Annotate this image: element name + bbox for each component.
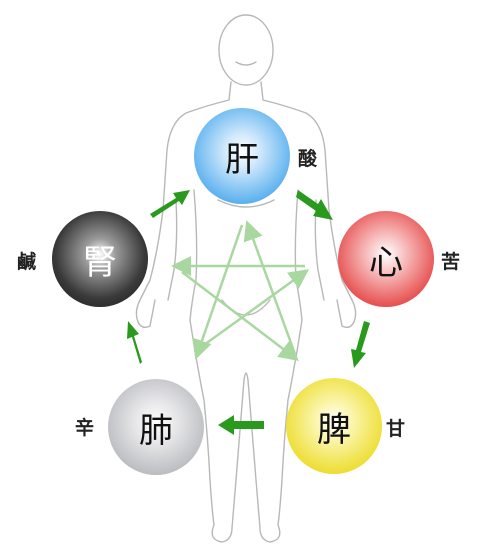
star-arrow [243, 220, 297, 355]
cycle-arrow [351, 321, 370, 368]
taste-sour-label: 酸 [298, 148, 318, 170]
kidney-circle: 腎 [52, 211, 148, 307]
taste-pungent-label: 辛 [75, 417, 95, 439]
star-arrow [192, 224, 244, 360]
cycle-arrow [296, 190, 333, 220]
cycle-arrow [218, 415, 264, 435]
cycle-arrow [127, 321, 142, 364]
spleen-circle: 脾 [286, 378, 382, 474]
cycle-arrow [150, 190, 190, 218]
taste-bitter-label: 苦 [441, 251, 461, 273]
lung-circle: 肺 [108, 379, 204, 475]
star-arrow [181, 271, 299, 362]
taste-salty-label: 鹹 [17, 251, 37, 273]
heart-circle: 心 [338, 211, 434, 307]
star-arrow [196, 269, 310, 352]
taste-sweet-label: 甘 [386, 418, 406, 440]
liver-circle: 肝 [194, 108, 290, 204]
